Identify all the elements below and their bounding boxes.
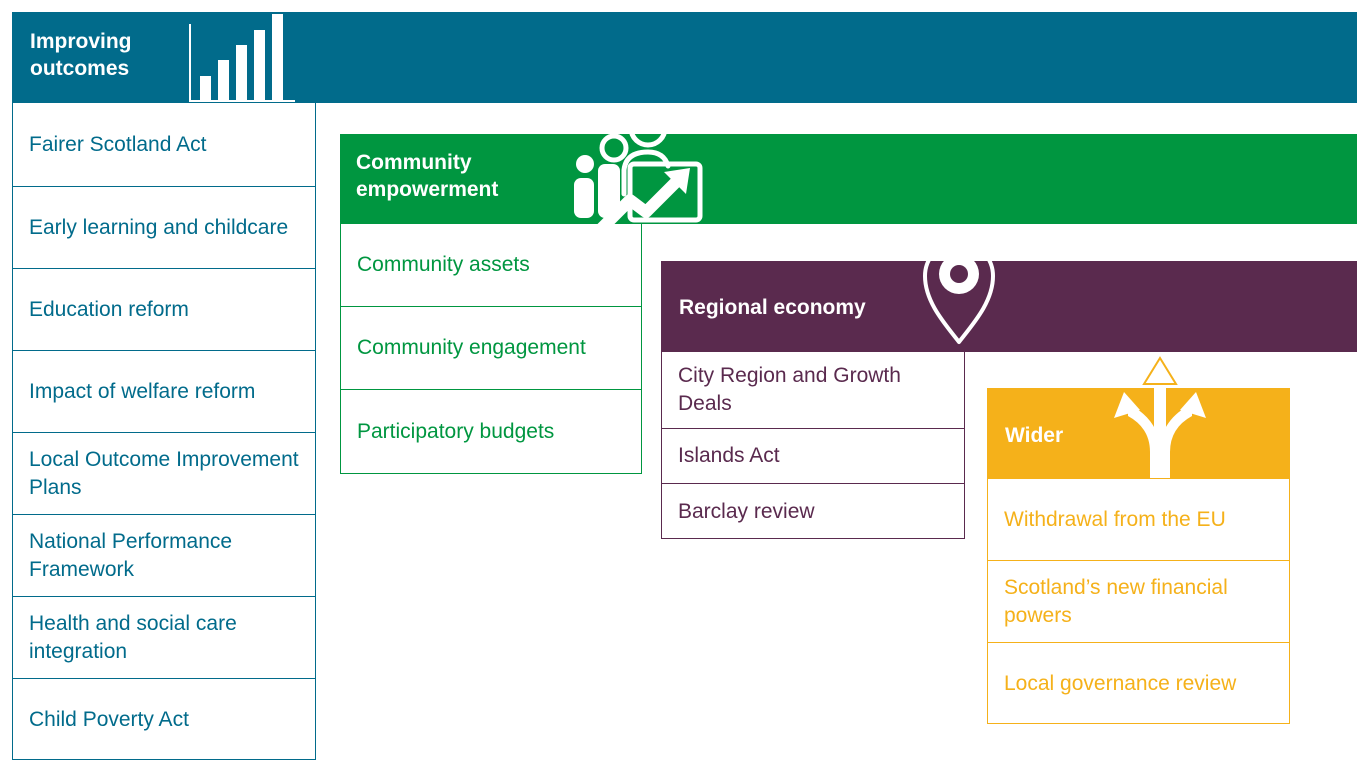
- community-empowerment-title: Community empowerment: [356, 151, 499, 201]
- bar-chart-icon: [189, 14, 295, 102]
- list-item: Education reform: [13, 269, 315, 351]
- wider-header: Wider: [987, 388, 1290, 479]
- list-item: Fairer Scotland Act: [13, 103, 315, 187]
- improving-outcomes-list: Fairer Scotland Act Early learning and c…: [12, 103, 316, 760]
- community-empowerment-header: Community empowerment: [340, 134, 1357, 224]
- list-item: National Performance Framework: [13, 515, 315, 597]
- list-item: Community engagement: [341, 307, 641, 390]
- list-item: Islands Act: [662, 429, 964, 484]
- wider-title: Wider: [1005, 424, 1064, 447]
- regional-economy-header: Regional economy: [661, 261, 1357, 352]
- list-item: Participatory budgets: [357, 419, 555, 443]
- list-item: Local Outcome Improvement Plans: [13, 433, 315, 515]
- people-growth-icon: [574, 108, 703, 237]
- regional-economy-title: Regional economy: [679, 296, 866, 319]
- list-item: Barclay review: [678, 499, 815, 523]
- list-item: Community assets: [341, 224, 641, 307]
- list-item: Child Poverty Act: [29, 708, 189, 731]
- location-pin-icon: [923, 240, 995, 344]
- list-item: Scotland’s new financial powers: [988, 561, 1289, 643]
- list-item: Early learning and childcare: [13, 187, 315, 269]
- wider-list: Withdrawal from the EU Scotland’s new fi…: [987, 479, 1290, 724]
- community-empowerment-list: Community assets Community engagement Pa…: [340, 224, 642, 474]
- list-item: Local governance review: [1004, 672, 1237, 695]
- improving-outcomes-title: Improving outcomes: [30, 30, 132, 80]
- diverging-arrows-icon: [1114, 356, 1206, 478]
- list-item: Withdrawal from the EU: [988, 479, 1289, 561]
- list-item: Impact of welfare reform: [13, 351, 315, 433]
- list-item: Health and social care integration: [13, 597, 315, 679]
- list-item: City Region and Growth Deals: [662, 352, 964, 429]
- regional-economy-list: City Region and Growth Deals Islands Act…: [661, 352, 965, 539]
